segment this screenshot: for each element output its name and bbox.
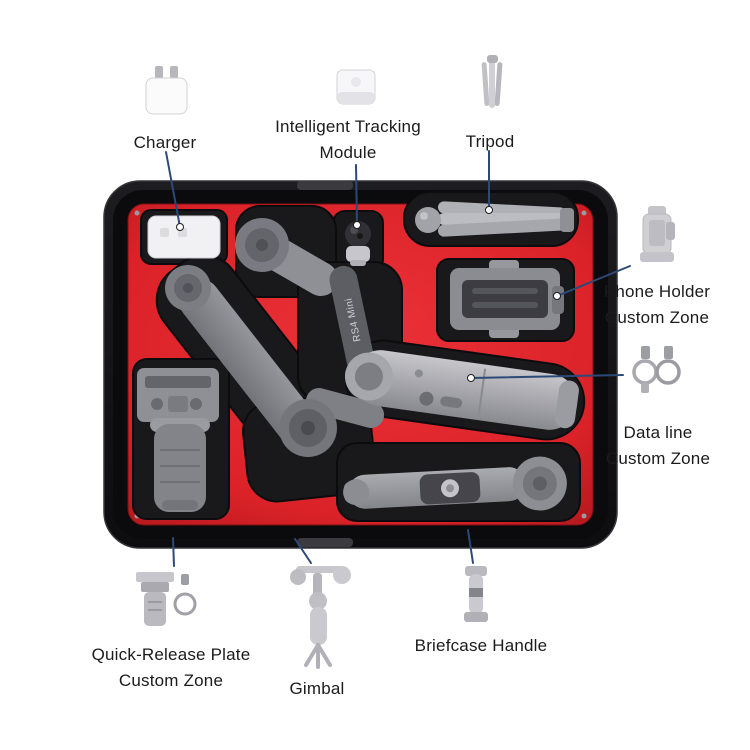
- callout-line-quick-release: [172, 537, 175, 567]
- data-cable-icon: [632, 346, 681, 393]
- case-latch-top: [297, 181, 353, 190]
- charger-item: [147, 215, 221, 259]
- callout-dot-tracking-module: [353, 221, 361, 229]
- callout-line-data-line: [470, 374, 624, 379]
- label-phone-holder: Phone Holder Custom Zone: [603, 282, 711, 327]
- quick-release-item: [137, 368, 219, 512]
- label-quick-release: Quick-Release Plate Custom Zone: [91, 645, 251, 690]
- label-tripod: Tripod: [465, 132, 515, 151]
- label-gimbal: Gimbal: [289, 679, 345, 698]
- label-charger: Charger: [133, 133, 197, 152]
- callout-dot-charger: [176, 223, 184, 231]
- briefcase-handle-item: [343, 456, 567, 511]
- label-data-line: Data line Custom Zone: [605, 423, 711, 468]
- briefcase-handle-icon: [464, 566, 488, 622]
- callout-dots: [176, 206, 561, 382]
- callout-line-gimbal: [294, 538, 312, 564]
- tripod-icon: [481, 55, 503, 108]
- case-latch-bottom: [297, 538, 353, 547]
- callout-lines: [165, 150, 631, 567]
- tripod-item: [415, 201, 574, 237]
- callout-dot-data-line: [467, 374, 475, 382]
- tracking-module-item: [345, 221, 371, 266]
- callout-line-phone-holder: [556, 265, 631, 297]
- callout-dot-tripod: [485, 206, 493, 214]
- phone-holder-item: [450, 260, 564, 338]
- callout-dot-phone-holder: [553, 292, 561, 300]
- callout-line-briefcase-handle: [467, 529, 474, 564]
- label-tracking-module: Intelligent Tracking Module: [275, 117, 421, 162]
- gimbal-icon: [290, 566, 351, 669]
- callout-line-charger: [165, 151, 181, 228]
- tracking-module-icon: [336, 69, 376, 105]
- gimbal-item: RS4 Mini: [165, 218, 385, 457]
- callout-line-tracking-module: [355, 164, 358, 225]
- label-briefcase-handle: Briefcase Handle: [414, 636, 548, 655]
- charger-icon: [145, 66, 188, 115]
- phone-holder-icon: [640, 206, 675, 262]
- quick-release-plate-icon: [136, 572, 197, 626]
- grip-item: [344, 350, 579, 430]
